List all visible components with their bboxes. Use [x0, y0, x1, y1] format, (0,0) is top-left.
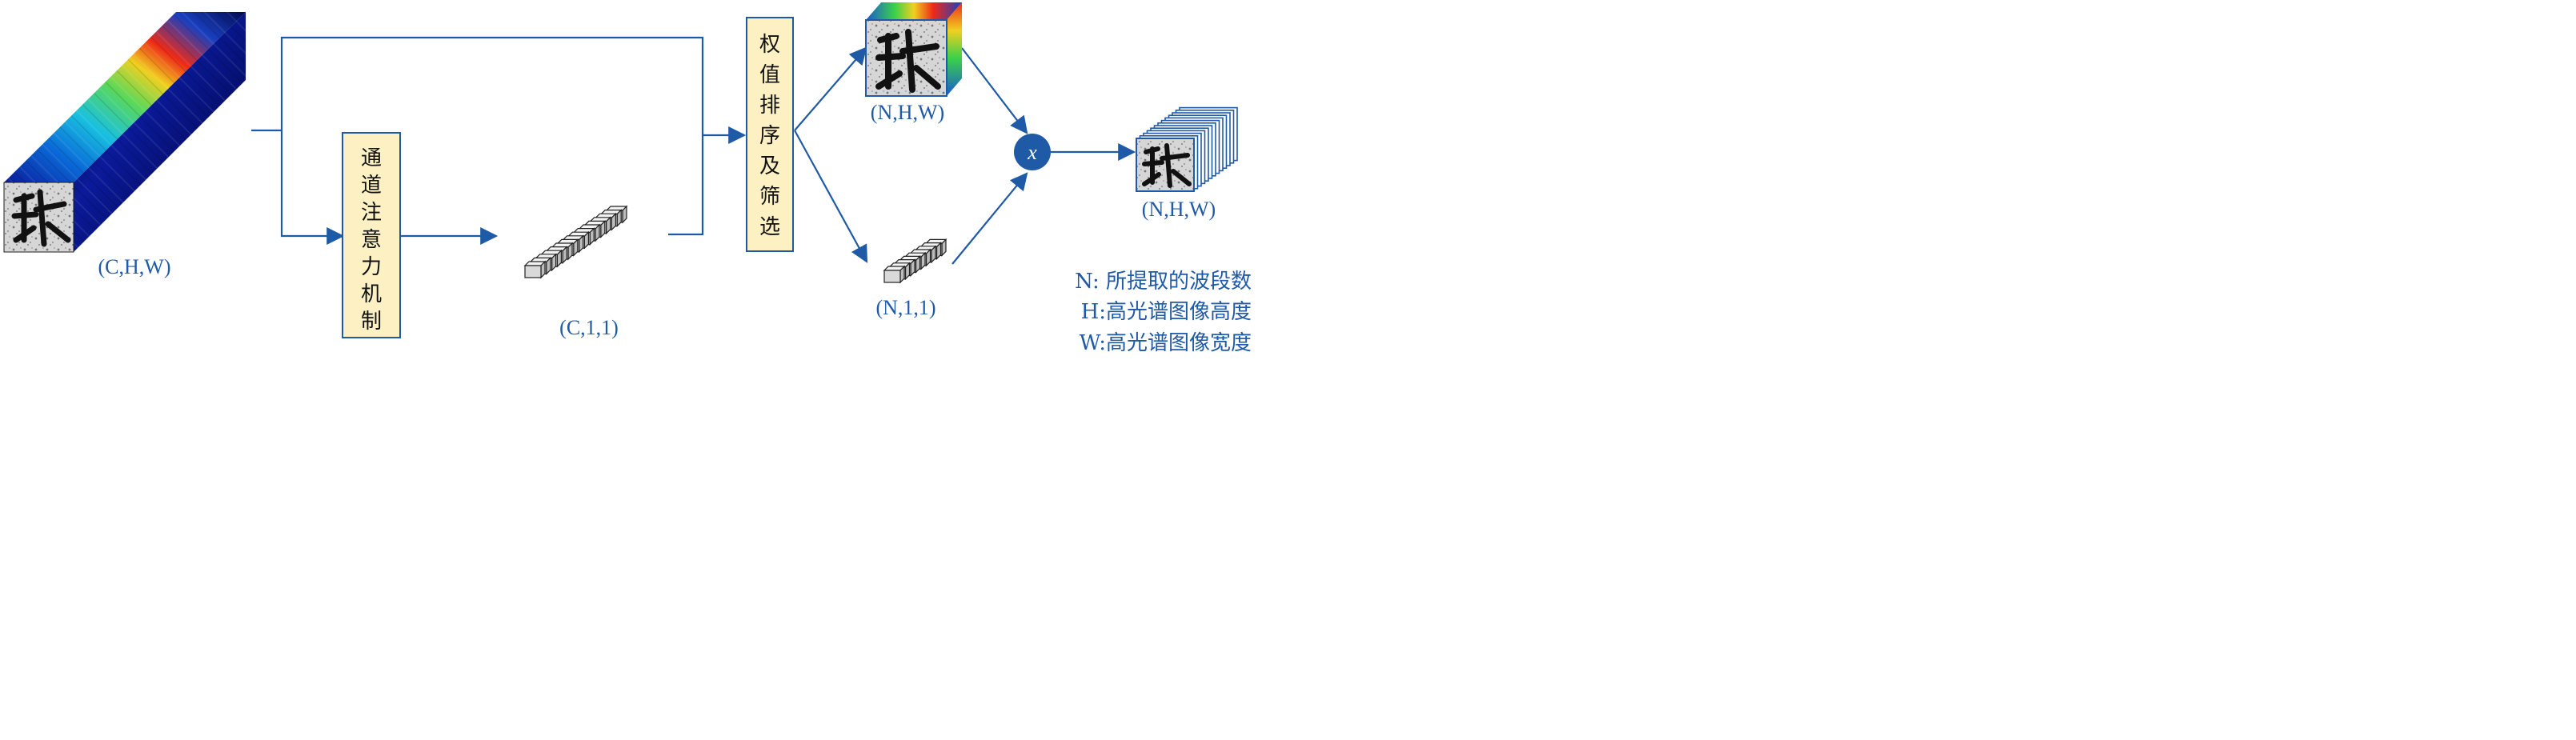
sort-char-4: 序 — [759, 124, 780, 148]
attention-char-4: 意 — [361, 228, 382, 252]
channel-weights-label: (C,1,1) — [559, 316, 619, 339]
weight-sort-filter-box: 权 值 排 序 及 筛 选 — [746, 17, 794, 252]
channel-weight-slab — [523, 260, 547, 279]
selected-weights-to-multiply-arrow — [951, 172, 1028, 265]
sort-to-selected-cube-arrow — [794, 46, 867, 131]
input-cube-side-streaks — [74, 12, 246, 252]
legend-w: W:高光谱图像宽度 — [1080, 331, 1252, 355]
selected-cube-to-multiply-arrow — [961, 47, 1028, 134]
input-cube-top-streaks — [4, 12, 246, 182]
selected-weight-slab — [883, 265, 906, 284]
selected-band-cube — [865, 2, 962, 97]
input-cube-front-image — [3, 182, 74, 253]
selected-weight-vector — [883, 238, 947, 284]
legend-n: N: 所提取的波段数 — [1075, 270, 1252, 294]
input-cube-label: (C,H,W) — [98, 255, 171, 278]
skip-connection-line — [280, 36, 747, 144]
branch-to-attention-arrow — [280, 130, 345, 245]
selected-cube-front-image — [865, 19, 947, 97]
sort-char-7: 选 — [759, 215, 780, 239]
input-hyperspectral-cube — [3, 12, 246, 253]
sort-char-5: 及 — [759, 154, 780, 178]
selected-weights-label: (N,1,1) — [875, 296, 935, 319]
multiply-symbol: x — [1027, 141, 1037, 164]
attention-char-2: 道 — [361, 174, 382, 198]
output-cube-front-image — [1136, 138, 1195, 192]
selected-cube-top-face — [866, 2, 962, 20]
sort-char-3: 排 — [759, 94, 780, 118]
legend: N: 所提取的波段数 H:高光谱图像高度 W:高光谱图像宽度 — [1075, 270, 1252, 355]
sort-char-6: 筛 — [759, 185, 780, 209]
channel-attention-box: 通 道 注 意 力 机 制 — [342, 132, 401, 338]
attention-char-5: 力 — [361, 255, 382, 279]
output-cube-label: (N,H,W) — [1142, 198, 1216, 221]
weights-to-sort-line — [668, 135, 704, 236]
sort-char-2: 值 — [759, 63, 780, 87]
attention-char-7: 制 — [361, 310, 382, 334]
connector-lines — [251, 36, 1136, 265]
channel-weight-vector — [523, 205, 628, 279]
attention-char-6: 机 — [361, 282, 382, 306]
selected-cube-label: (N,H,W) — [871, 101, 944, 124]
multiply-node: x — [1014, 134, 1051, 170]
legend-h: H:高光谱图像高度 — [1081, 300, 1252, 324]
attention-char-1: 通 — [361, 146, 382, 170]
sort-char-1: 权 — [759, 33, 780, 57]
selected-cube-side-face — [947, 2, 962, 96]
sort-to-selected-weights-arrow — [794, 130, 868, 263]
attention-char-3: 注 — [361, 201, 382, 225]
